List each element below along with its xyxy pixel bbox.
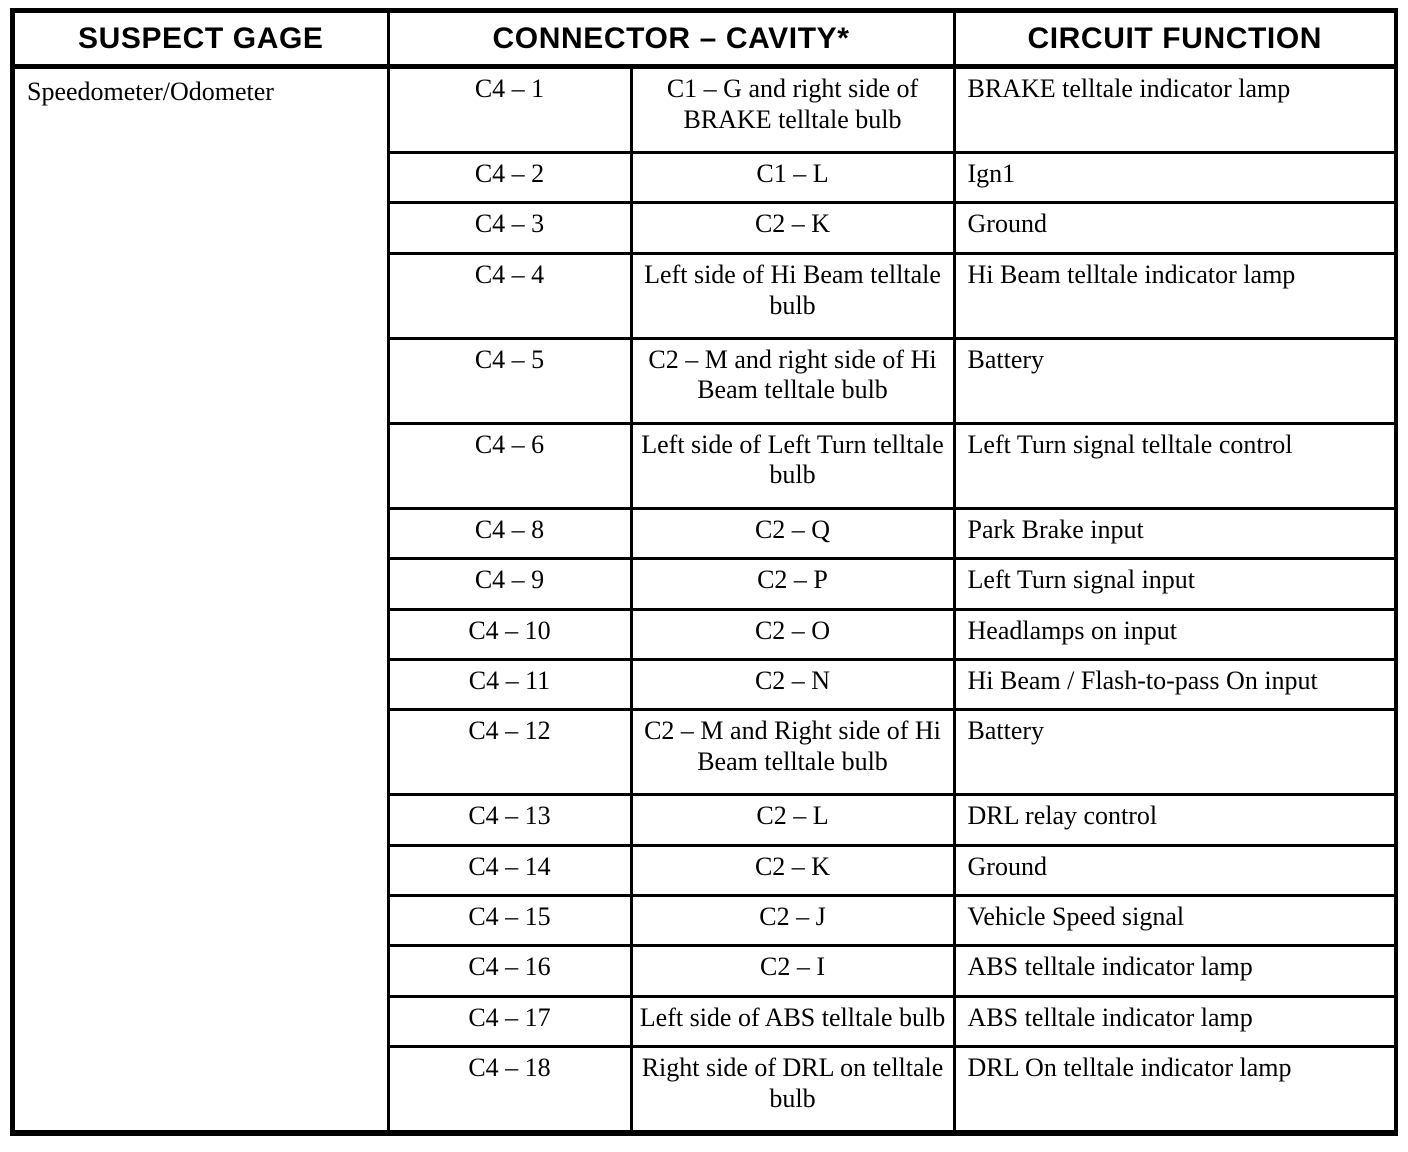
cell-circuit-function: Headlamps on input [954, 607, 1395, 660]
cell-connector: C4 – 3 [388, 201, 633, 254]
cell-cavity: C2 – K [631, 201, 956, 254]
cell-circuit-function: Left Turn signal input [954, 557, 1395, 609]
cell-connector: C4 – 16 [388, 944, 633, 997]
cell-cavity: C2 – O [631, 607, 956, 660]
cell-circuit-function: ABS telltale indicator lamp [954, 944, 1395, 997]
header-connector-cavity: CONNECTOR – CAVITY* [388, 13, 956, 69]
cell-circuit-function: Hi Beam telltale indicator lamp [954, 251, 1395, 339]
cell-circuit-function: DRL relay control [954, 793, 1395, 846]
cell-circuit-function: Ground [954, 843, 1395, 896]
cell-circuit-function: Ign1 [954, 151, 1395, 203]
cell-cavity: C2 – N [631, 657, 956, 710]
cell-cavity: Right side of DRL on telltale bulb [631, 1045, 956, 1130]
cell-connector: C4 – 18 [388, 1045, 633, 1130]
cell-circuit-function: Hi Beam / Flash-to-pass On input [954, 657, 1395, 710]
cell-circuit-function: Vehicle Speed signal [954, 893, 1395, 946]
cell-connector: C4 – 12 [388, 708, 633, 795]
cell-cavity: C1 – G and right side of BRAKE telltale … [631, 66, 956, 153]
cell-circuit-function: Battery [954, 336, 1395, 424]
cell-connector: C4 – 9 [388, 557, 633, 609]
cell-connector: C4 – 6 [388, 421, 633, 509]
cell-circuit-function: Park Brake input [954, 506, 1395, 559]
cell-connector: C4 – 11 [388, 657, 633, 710]
cell-connector: C4 – 17 [388, 994, 633, 1047]
cell-connector: C4 – 14 [388, 843, 633, 896]
cell-cavity: C2 – P [631, 557, 956, 609]
cell-cavity: Left side of Left Turn telltale bulb [631, 421, 956, 509]
cell-cavity: C2 – M and Right side of Hi Beam telltal… [631, 708, 956, 795]
cell-cavity: Left side of Hi Beam telltale bulb [631, 251, 956, 339]
cell-connector: C4 – 1 [388, 66, 633, 153]
table-header: SUSPECT GAGE CONNECTOR – CAVITY* CIRCUIT… [15, 13, 1395, 69]
cell-connector: C4 – 15 [388, 893, 633, 946]
cell-connector: C4 – 2 [388, 151, 633, 203]
cell-suspect-gage: Speedometer/Odometer [15, 66, 390, 1130]
cell-cavity: C2 – J [631, 893, 956, 946]
cell-circuit-function: BRAKE telltale indicator lamp [967, 74, 1291, 103]
cell-cavity: Left side of ABS telltale bulb [631, 994, 956, 1047]
cell-circuit-function: Ground [954, 201, 1395, 254]
cell-cavity: C2 – M and right side of Hi Beam telltal… [631, 336, 956, 424]
header-row: SUSPECT GAGE CONNECTOR – CAVITY* CIRCUIT… [15, 13, 1395, 69]
suspect-gage-table-container: SUSPECT GAGE CONNECTOR – CAVITY* CIRCUIT… [10, 8, 1398, 1136]
cell-cavity: C2 – I [631, 944, 956, 997]
cell-cavity: C2 – Q [631, 506, 956, 559]
suspect-gage-table: SUSPECT GAGE CONNECTOR – CAVITY* CIRCUIT… [15, 13, 1395, 1130]
header-circuit-function: CIRCUIT FUNCTION [954, 13, 1395, 69]
header-suspect-gage: SUSPECT GAGE [15, 13, 390, 69]
cell-circuit-function: Battery [954, 708, 1395, 795]
cell-connector: C4 – 5 [388, 336, 633, 424]
cell-cavity: C2 – K [631, 843, 956, 896]
cell-cavity: C1 – L [631, 151, 956, 203]
cell-circuit-function: Left Turn signal telltale control [954, 421, 1395, 509]
cell-circuit-function: ABS telltale indicator lamp [954, 994, 1395, 1047]
cell-circuit-function: DRL On telltale indicator lamp [954, 1045, 1395, 1130]
cell-connector: C4 – 10 [388, 607, 633, 660]
cell-connector: C4 – 4 [388, 251, 633, 339]
cell-connector: C4 – 13 [388, 793, 633, 846]
cell-cavity: C2 – L [631, 793, 956, 846]
cell-connector: C4 – 8 [388, 506, 633, 559]
